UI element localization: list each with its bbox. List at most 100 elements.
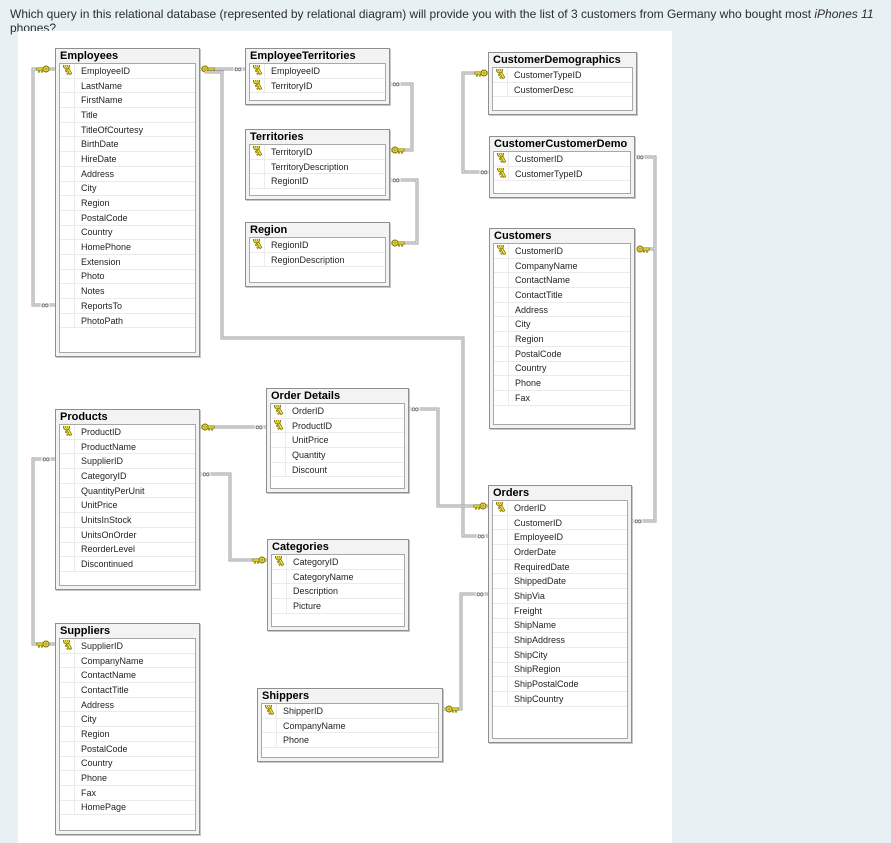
field-fax: Fax — [60, 785, 195, 801]
field-discontinued: Discontinued — [60, 557, 195, 572]
field-productname: ProductName — [60, 439, 195, 455]
field-name: ShipRegion — [514, 664, 561, 675]
key-cell-empty — [493, 530, 508, 545]
key-cell-empty — [60, 210, 75, 225]
field-titleofcourtesy: TitleOfCourtesy — [60, 122, 195, 138]
table-title: EmployeeTerritories — [250, 50, 356, 62]
field-name: Quantity — [292, 449, 326, 460]
field-name: ShipperID — [283, 705, 324, 716]
field-supplierid: SupplierID — [60, 454, 195, 470]
field-name: Address — [515, 304, 549, 315]
primary-key-icon — [60, 425, 75, 439]
field-postalcode: PostalCode — [494, 346, 630, 362]
field-employeeid: EmployeeID — [60, 64, 195, 79]
key-cell-empty — [493, 559, 508, 574]
primary-key-icon — [271, 404, 286, 418]
field-customertypeid: CustomerTypeID — [494, 166, 630, 182]
field-name: ProductID — [81, 426, 122, 437]
key-cell-empty — [493, 647, 508, 662]
field-requireddate: RequiredDate — [493, 559, 627, 575]
field-name: OrderDate — [514, 546, 557, 557]
field-name: CustomerDesc — [514, 84, 574, 95]
field-name: CustomerTypeID — [514, 69, 582, 80]
key-cell-empty — [271, 448, 286, 462]
primary-key-icon — [493, 501, 508, 515]
key-cell-empty — [60, 785, 75, 800]
key-cell-empty — [494, 302, 509, 317]
field-name: PhotoPath — [81, 315, 124, 326]
field-discount: Discount — [271, 462, 404, 478]
key-cell-empty — [60, 756, 75, 771]
field-fax: Fax — [494, 390, 630, 406]
field-name: CustomerTypeID — [515, 168, 583, 179]
field-shipvia: ShipVia — [493, 589, 627, 604]
field-name: Notes — [81, 286, 105, 297]
key-cell-empty — [60, 527, 75, 542]
field-name: Country — [81, 227, 113, 238]
field-name: RequiredDate — [514, 561, 570, 572]
field-name: Address — [81, 699, 115, 710]
table-title: Territories — [250, 131, 304, 143]
table-fields: EmployeeID TerritoryID — [249, 63, 386, 101]
table-title: Order Details — [271, 390, 341, 402]
key-cell-empty — [60, 483, 75, 498]
field-name: Picture — [293, 600, 322, 611]
field-freight: Freight — [493, 603, 627, 619]
table-fields: CustomerTypeID CustomerDesc — [492, 67, 633, 111]
field-shipcountry: ShipCountry — [493, 691, 627, 707]
question-emphasis: iPhones 11 — [814, 7, 874, 21]
key-cell-empty — [60, 542, 75, 557]
key-cell-empty — [60, 697, 75, 712]
field-customerid: CustomerID — [494, 244, 630, 259]
field-categoryname: CategoryName — [272, 569, 404, 585]
table-title: Customers — [494, 230, 552, 242]
table-fields: CustomerID CustomerTypeID — [493, 151, 631, 194]
primary-key-icon — [494, 244, 509, 258]
field-address: Address — [60, 697, 195, 713]
field-supplierid: SupplierID — [60, 639, 195, 654]
field-name: City — [81, 183, 97, 194]
field-name: SupplierID — [81, 456, 124, 467]
key-cell-empty — [493, 515, 508, 530]
field-name: CustomerID — [515, 153, 564, 164]
field-regionid: RegionID — [250, 238, 385, 253]
key-cell-empty — [493, 677, 508, 691]
field-lastname: LastName — [60, 78, 195, 94]
key-cell-empty — [60, 653, 75, 668]
key-cell-empty — [60, 108, 75, 122]
table-title: Orders — [493, 487, 530, 499]
field-name: TerritoryID — [271, 80, 313, 91]
field-name: EmployeeID — [271, 65, 321, 76]
key-cell-empty — [494, 390, 509, 405]
field-name: Fax — [515, 392, 531, 403]
key-cell-empty — [60, 668, 75, 683]
field-address: Address — [494, 302, 630, 318]
primary-key-icon — [250, 64, 265, 78]
key-cell-empty — [60, 254, 75, 269]
field-unitsonorder: UnitsOnOrder — [60, 527, 195, 543]
key-cell-empty — [493, 589, 508, 603]
field-phone: Phone — [60, 771, 195, 786]
field-name: TerritoryID — [271, 146, 313, 157]
field-shipperid: ShipperID — [262, 704, 438, 719]
field-name: HireDate — [81, 153, 117, 164]
field-name: Phone — [515, 378, 542, 389]
field-region: Region — [60, 727, 195, 742]
field-shipaddress: ShipAddress — [493, 633, 627, 648]
key-cell-empty — [250, 174, 265, 189]
key-cell-empty — [494, 258, 509, 273]
field-name: EmployeeID — [81, 65, 131, 76]
field-description: Description — [272, 584, 404, 600]
